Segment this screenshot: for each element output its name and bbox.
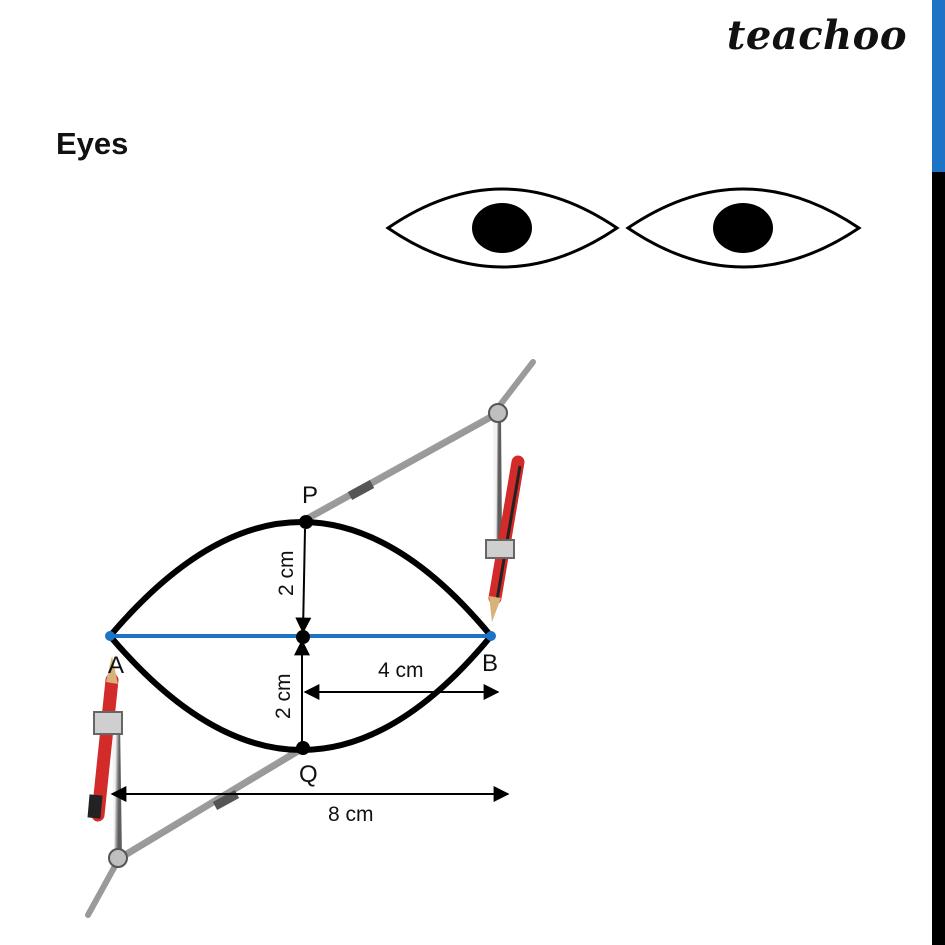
scrollbar-thumb[interactable]: [932, 0, 945, 172]
point-p-label: P: [302, 482, 318, 509]
pencil-icon: [488, 455, 525, 622]
point-a-dot: [105, 631, 115, 641]
lower-radius-label: 2 cm: [272, 673, 295, 719]
teachoo-logo: teachoo: [726, 12, 907, 59]
pencil-icon: [87, 656, 119, 822]
upper-radius-arrow: [295, 528, 312, 634]
upper-radius-label: 2 cm: [275, 550, 298, 596]
point-b-label: B: [482, 650, 498, 677]
upper-compass-icon: [299, 359, 536, 622]
point-q-dot: [296, 741, 310, 755]
scrollbar-track[interactable]: [932, 172, 945, 945]
point-b-dot: [486, 631, 496, 641]
upper-arc: [107, 519, 494, 638]
right-eye-icon: [625, 187, 862, 269]
half-width-label: 4 cm: [378, 659, 424, 682]
point-q-label: Q: [299, 761, 318, 788]
left-eye-icon: [385, 187, 620, 269]
full-width-label: 8 cm: [328, 803, 374, 826]
point-a-label: A: [108, 652, 124, 679]
point-p-dot: [299, 515, 313, 529]
lower-compass-icon: [85, 656, 307, 918]
page-title: Eyes: [56, 126, 129, 161]
